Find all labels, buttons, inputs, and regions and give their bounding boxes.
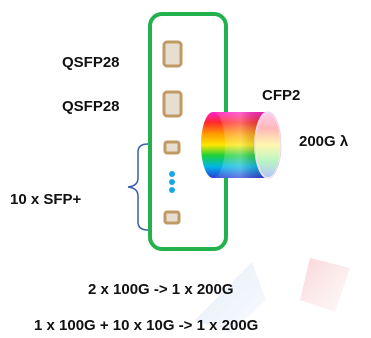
cfp2-label: CFP2 xyxy=(262,87,301,104)
sfp-port-first xyxy=(163,140,181,155)
qsfp28-port-1 xyxy=(162,40,183,68)
qsfp28-label-1: QSFP28 xyxy=(62,54,120,71)
wavelength-label: 200G λ xyxy=(299,133,349,150)
qsfp28-port-2 xyxy=(162,90,183,118)
ellipsis-dot-2 xyxy=(169,179,175,185)
cfp2-cable-icon xyxy=(201,111,282,179)
ellipsis-dot-1 xyxy=(169,171,175,177)
ellipsis-dot-3 xyxy=(169,187,175,193)
qsfp28-label-2: QSFP28 xyxy=(62,98,120,115)
equation-2: 1 x 100G + 10 x 10G -> 1 x 200G xyxy=(34,317,259,334)
sfp-group-label: 10 x SFP+ xyxy=(10,191,82,208)
equation-1: 2 x 100G -> 1 x 200G xyxy=(88,281,234,298)
curly-brace-icon xyxy=(127,143,149,231)
sfp-port-last xyxy=(163,210,181,225)
